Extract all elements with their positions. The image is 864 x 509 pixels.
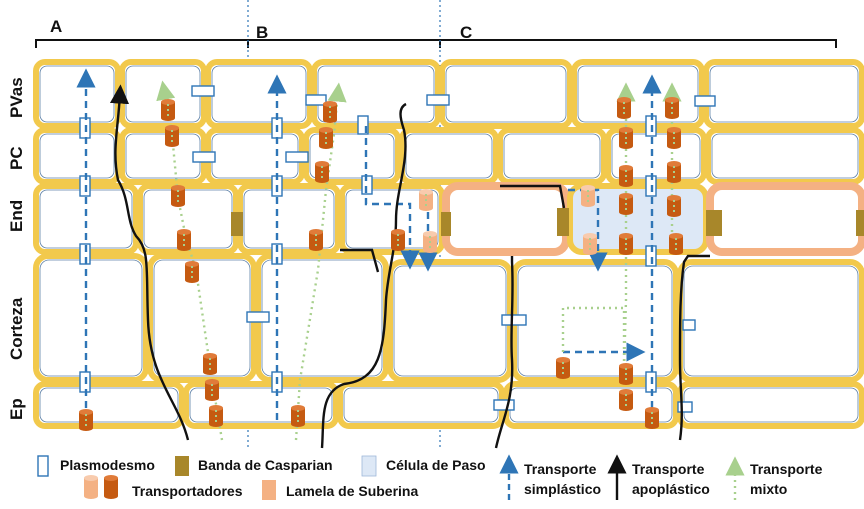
transporter-2	[165, 125, 179, 147]
transporter-21	[619, 165, 633, 187]
cell-pc-2	[122, 130, 204, 182]
transporter-22	[619, 193, 633, 215]
cells-layer	[36, 62, 862, 426]
section-brackets	[36, 40, 836, 48]
cell-corteza-2	[150, 256, 254, 380]
transporter-27	[667, 195, 681, 217]
legend-transporter-light-icon	[84, 475, 98, 499]
legend-lamela-swatch	[262, 480, 276, 500]
cell-ep-5	[680, 384, 862, 426]
row-label-end: End	[7, 200, 26, 232]
row-label-pc: PC	[7, 146, 26, 170]
legend-mixto-line2: mixto	[750, 481, 787, 497]
legend-banda-swatch	[175, 456, 189, 476]
transporter-26	[667, 161, 681, 183]
legend: Plasmodesmo Banda de Casparian Célula de…	[38, 456, 823, 500]
legend-mixto-line1: Transporte	[750, 461, 823, 477]
cell-ep-1	[36, 384, 182, 426]
cell-pvas-3	[208, 62, 310, 126]
row-label-ep: Ep	[7, 398, 26, 420]
transporter-6	[203, 353, 217, 375]
section-label-b: B	[256, 23, 268, 42]
section-label-a: A	[50, 17, 62, 36]
transporter-1	[161, 99, 175, 121]
cell-end-7-suberized	[710, 186, 862, 252]
transporter-11	[315, 161, 329, 183]
transporter-13	[291, 405, 305, 427]
row-label-corteza: Corteza	[7, 297, 26, 360]
cell-corteza-6	[680, 262, 862, 380]
section-label-c: C	[460, 23, 472, 42]
transporter-18	[583, 233, 597, 255]
transporter-17	[581, 185, 595, 207]
transporter-31	[619, 389, 633, 411]
transporter-15	[419, 189, 433, 211]
cell-pvas-6	[574, 62, 702, 126]
transporter-16	[423, 231, 437, 253]
transporter-30	[619, 363, 633, 385]
cell-ep-3	[340, 384, 502, 426]
transporter-12	[309, 229, 323, 251]
transporter-19	[617, 97, 631, 119]
cell-end-5-suberized	[446, 186, 566, 252]
cell-pc-6	[500, 130, 604, 182]
cell-pvas-7	[706, 62, 862, 126]
legend-banda-label: Banda de Casparian	[198, 457, 333, 473]
transporter-5	[185, 261, 199, 283]
legend-celula-paso-label: Célula de Paso	[386, 457, 486, 473]
transporter-9	[323, 101, 337, 123]
transporter-33	[79, 409, 93, 431]
transporter-4	[177, 229, 191, 251]
legend-lamela-label: Lamela de Suberina	[286, 483, 418, 499]
transporter-23	[619, 233, 633, 255]
transporter-3	[171, 185, 185, 207]
cell-corteza-1	[36, 256, 146, 380]
legend-simplastico-line1: Transporte	[524, 461, 597, 477]
legend-apoplastico-line2: apoplástico	[632, 481, 710, 497]
row-label-pvas: PVas	[7, 77, 26, 118]
transporter-29	[556, 357, 570, 379]
transporter-14	[391, 229, 405, 251]
cell-pc-1	[36, 130, 118, 182]
transporter-20	[619, 127, 633, 149]
legend-transportadores-label: Transportadores	[132, 483, 243, 499]
cell-pc-5	[402, 130, 496, 182]
transporter-10	[319, 127, 333, 149]
legend-transporter-dark-icon	[104, 475, 118, 499]
transporter-24	[665, 97, 679, 119]
legend-apoplastico-line1: Transporte	[632, 461, 705, 477]
transporter-32	[645, 407, 659, 429]
transporter-7	[205, 379, 219, 401]
cell-pc-8	[708, 130, 862, 182]
legend-plasmodesmo-label: Plasmodesmo	[60, 457, 155, 473]
cell-corteza-4	[390, 262, 510, 380]
legend-celula-paso-swatch	[362, 456, 376, 476]
transporter-8	[209, 405, 223, 427]
legend-simplastico-line2: simplástico	[524, 481, 601, 497]
transporter-25	[667, 127, 681, 149]
legend-plasmodesmo-swatch	[38, 456, 48, 476]
cell-pvas-5	[442, 62, 570, 126]
transporter-28	[669, 233, 683, 255]
cell-pvas-1	[36, 62, 118, 126]
